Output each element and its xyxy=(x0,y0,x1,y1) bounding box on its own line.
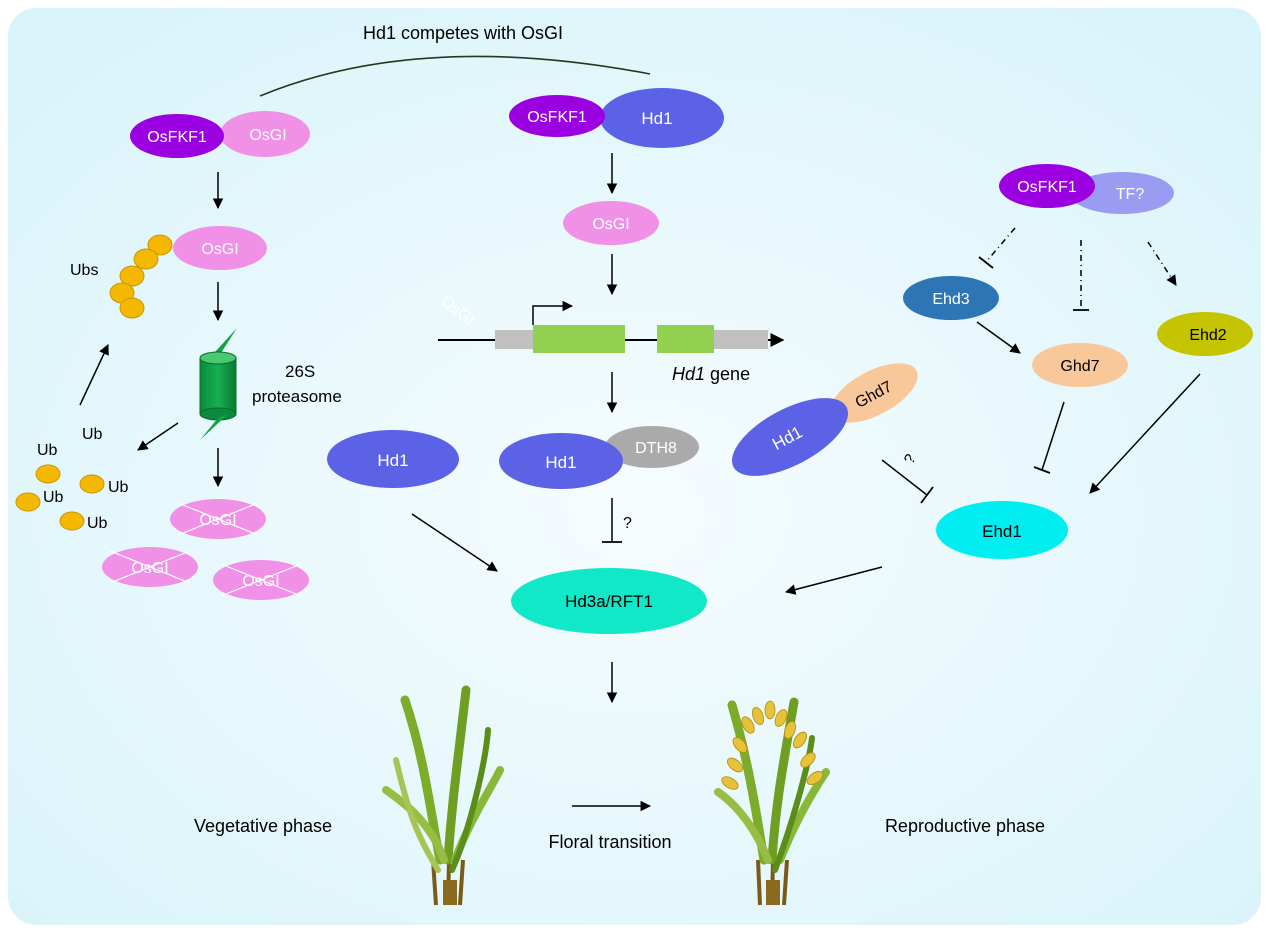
ghd7-label: Ghd7 xyxy=(1060,358,1099,375)
ub-label: Ub xyxy=(37,442,58,459)
arrow xyxy=(411,513,498,572)
hd1-node xyxy=(499,433,623,489)
tf-node xyxy=(1070,172,1174,214)
proteasome-label-1: 26S xyxy=(285,362,315,381)
ub-label: Ub xyxy=(108,479,129,496)
ub-label: Ub xyxy=(87,515,108,532)
osgi-label: OsGI xyxy=(249,127,286,144)
inhibition-line xyxy=(881,459,928,496)
osfkf1-node xyxy=(509,95,605,137)
left-module: OsGI OsFKF1 OsGI Ubs 26S proteasome xyxy=(15,111,342,600)
proteasome-icon xyxy=(199,328,237,440)
reproductive-plant-image xyxy=(714,697,830,906)
hd1-label: Hd1 xyxy=(377,451,408,470)
ehd3-label: Ehd3 xyxy=(932,291,969,308)
arrow xyxy=(784,566,883,595)
osgi-label: OsGI xyxy=(592,216,629,233)
ehd1-label: Ehd1 xyxy=(982,522,1022,541)
competition-arc xyxy=(259,55,651,97)
hd1-free-node xyxy=(327,430,459,488)
arrow xyxy=(976,321,1021,354)
arrow xyxy=(79,344,109,406)
hd1-node xyxy=(600,88,724,148)
center-module: Hd1 OsFKF1 OsGI OsGI Hd1 gene DTH8 Hd1 H… xyxy=(327,88,785,704)
ghd7-node xyxy=(1032,343,1128,387)
right-module: TF? OsFKF1 Ehd3 Ghd7 Ehd2 Ghd7 Hd1 ? Ehd… xyxy=(731,164,1253,595)
osfkf1-label: OsFKF1 xyxy=(1017,179,1077,196)
osfkf1-node xyxy=(130,114,224,158)
inhibition-bar xyxy=(1033,466,1051,474)
hd1-gene xyxy=(438,300,785,353)
hd1-label: Hd1 xyxy=(641,109,672,128)
inhibition-line xyxy=(1041,401,1065,471)
inhibition-bar xyxy=(978,256,994,269)
inhibition-bar xyxy=(920,486,934,504)
dashed-arrow xyxy=(1147,241,1177,286)
hd1-node xyxy=(731,398,849,476)
ehd2-label: Ehd2 xyxy=(1189,327,1226,344)
osfkf1-node xyxy=(999,164,1095,208)
osgi-node xyxy=(563,201,659,245)
hd3a-rft1-node xyxy=(511,568,707,634)
svg-text:OsGI: OsGI xyxy=(242,573,279,590)
question-mark: ? xyxy=(623,515,632,532)
ehd1-node xyxy=(936,501,1068,559)
gene-label: Hd1 gene xyxy=(672,364,750,384)
osfkf1-label: OsFKF1 xyxy=(527,109,587,126)
vegetative-plant-image xyxy=(382,685,504,906)
proteasome-label-2: proteasome xyxy=(252,387,342,406)
svg-text:OsGI: OsGI xyxy=(199,512,236,529)
degraded-osgi: OsGI OsGI OsGI xyxy=(102,499,309,600)
ubs-label: Ubs xyxy=(70,262,98,279)
background-panel xyxy=(8,8,1261,925)
reproductive-phase-label: Reproductive phase xyxy=(885,816,1045,836)
svg-text:OsGI: OsGI xyxy=(131,560,168,577)
tf-label: TF? xyxy=(1116,186,1145,203)
competition-label: Hd1 competes with OsGI xyxy=(363,23,563,43)
dth8-node xyxy=(605,426,699,468)
floral-transition-label: Floral transition xyxy=(548,832,671,852)
vegetative-phase-label: Vegetative phase xyxy=(194,816,332,836)
ehd3-node xyxy=(903,276,999,320)
ghd7-node xyxy=(830,363,918,423)
hd3a-rft1-label: Hd3a/RFT1 xyxy=(565,592,653,611)
ub-chain xyxy=(109,234,173,319)
ub-label: Ub xyxy=(43,489,64,506)
osgi-node xyxy=(220,111,310,157)
arrow xyxy=(137,422,179,451)
ehd2-node xyxy=(1157,312,1253,356)
arrow xyxy=(1089,373,1201,494)
osgi-ub-label: OsGI xyxy=(201,241,238,258)
free-ub-group xyxy=(15,464,105,531)
osgi-ub-node xyxy=(173,226,267,270)
dth8-label: DTH8 xyxy=(635,440,677,457)
hd1-label: Hd1 xyxy=(545,453,576,472)
ub-label: Ub xyxy=(82,426,103,443)
osfkf1-label: OsFKF1 xyxy=(147,129,207,146)
